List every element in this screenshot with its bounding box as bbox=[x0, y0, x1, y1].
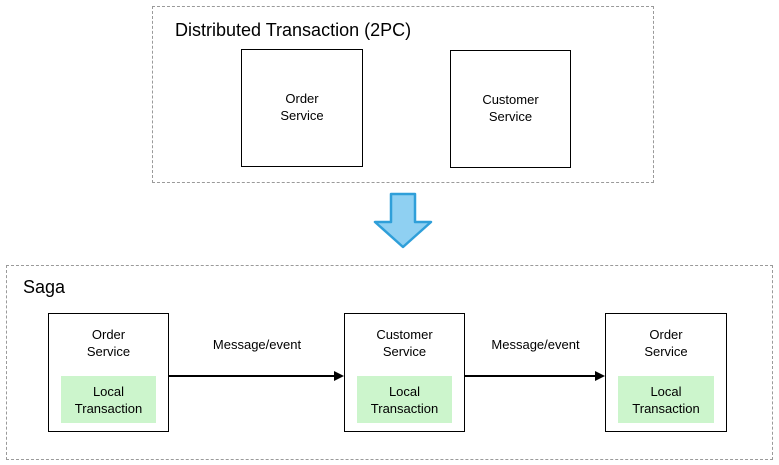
service-label-customer-2pc: Customer Service bbox=[482, 92, 539, 124]
connector-arrow-2 bbox=[465, 368, 606, 384]
connector-label-message-event-2: Message/event bbox=[491, 337, 580, 352]
down-arrow-icon bbox=[373, 192, 433, 249]
connector-label-message-event-1: Message/event bbox=[212, 337, 302, 352]
group-title-saga: Saga bbox=[23, 277, 66, 297]
saga-service-label-order-1: Order Service bbox=[86, 327, 131, 359]
local-transaction-label-1: Local Transaction bbox=[74, 383, 143, 416]
group-title-distributed-transaction: Distributed Transaction (2PC) bbox=[175, 20, 412, 40]
local-transaction-badge-3: Local Transaction bbox=[618, 376, 714, 423]
connector-arrow-shaft-2 bbox=[465, 375, 596, 377]
saga-service-box-order-2[interactable]: Order Service Local Transaction bbox=[605, 313, 727, 432]
saga-service-label-customer: Customer Service bbox=[376, 327, 433, 359]
connector-arrow-head-2 bbox=[595, 370, 605, 381]
local-transaction-label-2: Local Transaction bbox=[370, 383, 439, 416]
connector-arrow-1 bbox=[169, 368, 345, 384]
connector-arrow-head-1 bbox=[334, 370, 344, 381]
local-transaction-badge-2: Local Transaction bbox=[357, 376, 452, 423]
group-distributed-transaction: Distributed Transaction (2PC) bbox=[152, 6, 654, 183]
saga-service-box-customer[interactable]: Customer Service Local Transaction bbox=[344, 313, 465, 432]
service-box-order-2pc[interactable]: Order Service bbox=[241, 49, 363, 167]
local-transaction-label-3: Local Transaction bbox=[632, 383, 700, 416]
saga-service-label-order-2: Order Service bbox=[644, 327, 688, 359]
service-label-order-2pc: Order Service bbox=[280, 91, 324, 123]
connector-arrow-shaft-1 bbox=[169, 375, 335, 377]
service-box-customer-2pc[interactable]: Customer Service bbox=[450, 50, 571, 168]
saga-service-box-order-1[interactable]: Order Service Local Transaction bbox=[48, 313, 169, 432]
local-transaction-badge-1: Local Transaction bbox=[61, 376, 156, 423]
